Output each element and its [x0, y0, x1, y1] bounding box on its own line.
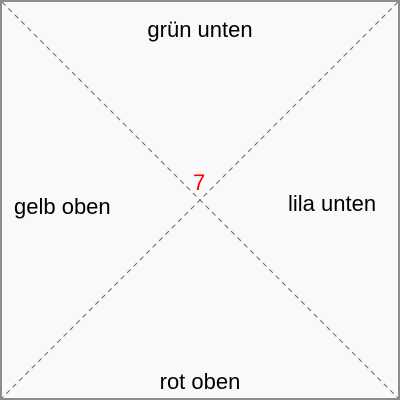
center-number: 7 — [193, 170, 206, 195]
label-right: lila unten — [288, 191, 377, 216]
label-bottom: rot oben — [159, 369, 241, 394]
label-top: grün unten — [147, 17, 253, 42]
label-left: gelb oben — [14, 194, 111, 219]
